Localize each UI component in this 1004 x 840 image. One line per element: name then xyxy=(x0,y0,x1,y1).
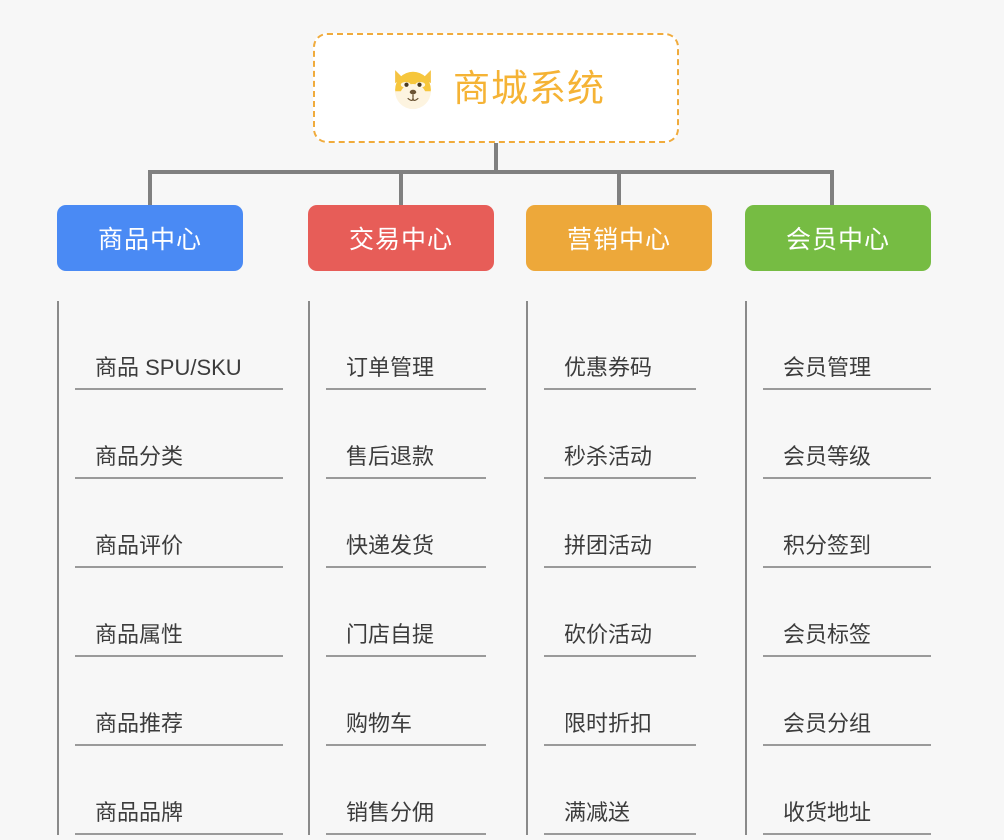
category-column-member: 会员中心 会员管理 会员等级 积分签到 会员标签 会员分组 收货地址 xyxy=(745,205,931,835)
leaf-label: 售后退款 xyxy=(346,443,435,469)
category-column-marketing: 营销中心 优惠券码 秒杀活动 拼团活动 砍价活动 限时折扣 满减送 xyxy=(526,205,712,835)
leaf-label: 销售分佣 xyxy=(346,799,435,825)
leaf-label: 商品 SPU/SKU xyxy=(95,354,242,380)
list-item[interactable]: 会员标签 xyxy=(763,568,931,657)
list-item[interactable]: 会员等级 xyxy=(763,390,931,479)
list-item[interactable]: 限时折扣 xyxy=(544,657,696,746)
leaf-label: 订单管理 xyxy=(346,354,435,380)
list-item[interactable]: 会员分组 xyxy=(763,657,931,746)
category-header-trade[interactable]: 交易中心 xyxy=(308,205,494,271)
leaf-label: 商品分类 xyxy=(95,443,184,469)
list-item[interactable]: 砍价活动 xyxy=(544,568,696,657)
leaf-label: 商品属性 xyxy=(95,621,184,647)
list-item[interactable]: 商品推荐 xyxy=(75,657,283,746)
leaf-label: 秒杀活动 xyxy=(564,443,653,469)
list-item[interactable]: 拼团活动 xyxy=(544,479,696,568)
leaf-label: 拼团活动 xyxy=(564,532,653,558)
list-item[interactable]: 收货地址 xyxy=(763,746,931,835)
list-item[interactable]: 快递发货 xyxy=(326,479,486,568)
leaf-list-member: 会员管理 会员等级 积分签到 会员标签 会员分组 收货地址 xyxy=(745,301,931,835)
category-label: 会员中心 xyxy=(785,226,890,254)
leaf-label: 会员管理 xyxy=(783,354,872,380)
connector-branch-1 xyxy=(399,170,403,205)
leaf-label: 商品评价 xyxy=(95,532,184,558)
leaf-label: 购物车 xyxy=(346,710,413,736)
leaf-label: 会员分组 xyxy=(783,710,872,736)
leaf-label: 会员等级 xyxy=(783,443,872,469)
leaf-label: 砍价活动 xyxy=(564,621,653,647)
leaf-label: 商品品牌 xyxy=(95,799,184,825)
list-item[interactable]: 订单管理 xyxy=(326,301,486,390)
category-header-marketing[interactable]: 营销中心 xyxy=(526,205,712,271)
root-node[interactable]: 商城系统 xyxy=(313,33,679,143)
leaf-label: 满减送 xyxy=(564,799,631,825)
list-item[interactable]: 秒杀活动 xyxy=(544,390,696,479)
list-item[interactable]: 满减送 xyxy=(544,746,696,835)
list-item[interactable]: 优惠券码 xyxy=(544,301,696,390)
category-header-product[interactable]: 商品中心 xyxy=(57,205,243,271)
leaf-label: 门店自提 xyxy=(346,621,435,647)
connector-branch-3 xyxy=(830,170,834,205)
list-item[interactable]: 商品分类 xyxy=(75,390,283,479)
list-item[interactable]: 商品评价 xyxy=(75,479,283,568)
list-item[interactable]: 商品属性 xyxy=(75,568,283,657)
category-label: 营销中心 xyxy=(566,226,671,254)
category-header-member[interactable]: 会员中心 xyxy=(745,205,931,271)
leaf-label: 会员标签 xyxy=(783,621,872,647)
leaf-label: 优惠券码 xyxy=(564,354,653,380)
category-column-trade: 交易中心 订单管理 售后退款 快递发货 门店自提 购物车 销售分佣 xyxy=(308,205,494,835)
list-item[interactable]: 商品 SPU/SKU xyxy=(75,301,283,390)
leaf-label: 积分签到 xyxy=(783,532,872,558)
list-item[interactable]: 商品品牌 xyxy=(75,746,283,835)
leaf-label: 商品推荐 xyxy=(95,710,184,736)
connector-branch-2 xyxy=(617,170,621,205)
list-item[interactable]: 售后退款 xyxy=(326,390,486,479)
leaf-label: 快递发货 xyxy=(346,532,435,558)
list-item[interactable]: 购物车 xyxy=(326,657,486,746)
list-item[interactable]: 销售分佣 xyxy=(326,746,486,835)
list-item[interactable]: 会员管理 xyxy=(763,301,931,390)
leaf-list-trade: 订单管理 售后退款 快递发货 门店自提 购物车 销售分佣 xyxy=(308,301,494,835)
list-item[interactable]: 积分签到 xyxy=(763,479,931,568)
category-label: 交易中心 xyxy=(348,226,453,254)
connector-horizontal-trunk xyxy=(148,170,834,174)
connector-branch-0 xyxy=(148,170,152,205)
category-label: 商品中心 xyxy=(97,226,202,254)
category-column-product: 商品中心 商品 SPU/SKU 商品分类 商品评价 商品属性 商品推荐 商品品牌 xyxy=(57,205,283,835)
list-item[interactable]: 门店自提 xyxy=(326,568,486,657)
connector-root-stem xyxy=(494,143,498,173)
leaf-list-product: 商品 SPU/SKU 商品分类 商品评价 商品属性 商品推荐 商品品牌 xyxy=(57,301,283,835)
leaf-label: 收货地址 xyxy=(783,799,872,825)
leaf-label: 限时折扣 xyxy=(564,710,653,736)
leaf-list-marketing: 优惠券码 秒杀活动 拼团活动 砍价活动 限时折扣 满减送 xyxy=(526,301,712,835)
shiba-dog-emoji xyxy=(395,70,431,110)
root-title: 商城系统 xyxy=(453,67,605,109)
